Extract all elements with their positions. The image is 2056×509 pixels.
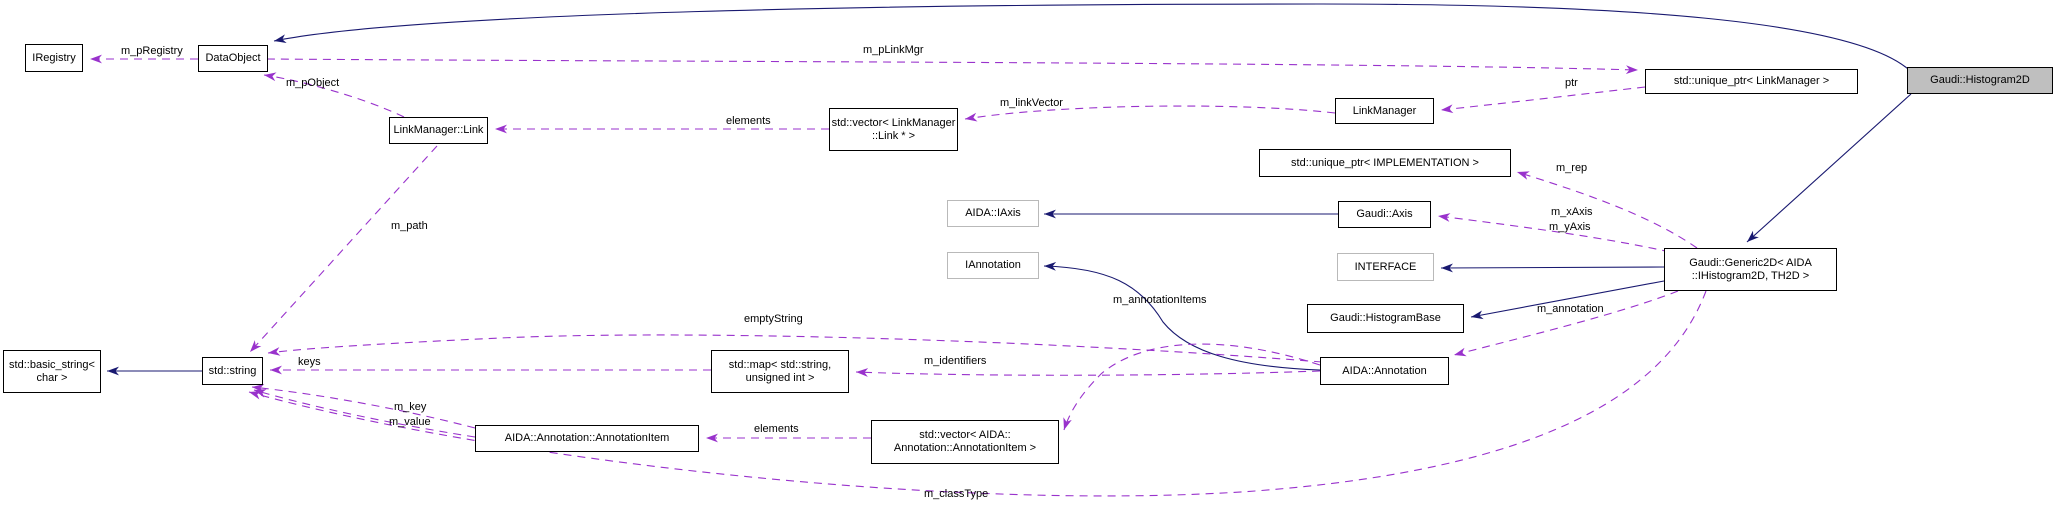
node-std-map-line1: std::map< std::string,	[728, 358, 832, 371]
node-aida-annotation[interactable]: AIDA::Annotation	[1320, 357, 1449, 385]
node-basic-string-line2: char >	[36, 371, 68, 384]
node-aida-annotation-label: AIDA::Annotation	[1342, 364, 1427, 377]
edge-label-keys: keys	[298, 356, 321, 368]
edge-label-m-classtype: m_classType	[924, 488, 989, 500]
node-gaudi-histogrambase-label: Gaudi::HistogramBase	[1330, 312, 1441, 324]
node-dataobject-label: DataObject	[205, 52, 261, 64]
node-unique-ptr-implementation[interactable]: std::unique_ptr< IMPLEMENTATION >	[1259, 149, 1511, 177]
edge-inherit-histogram2d-generic2d	[1746, 93, 1912, 243]
edge-label-elements-top: elements	[726, 115, 771, 127]
node-linkmanager-label: LinkManager	[1352, 104, 1417, 117]
edge-inherit-generic2d-interface	[1440, 263, 1665, 273]
node-linkmanager[interactable]: LinkManager	[1335, 98, 1434, 124]
edge-label-m-pregistry: m_pRegistry	[121, 45, 183, 57]
edge-label-m-linkvector: m_linkVector	[1000, 97, 1063, 109]
edge-label-m-annotationitems: m_annotationItems	[1113, 294, 1207, 306]
node-basic-string[interactable]: std::basic_string< char >	[3, 350, 101, 393]
node-aida-iaxis-label: AIDA::IAxis	[965, 207, 1021, 219]
node-vector-annotationitem[interactable]: std::vector< AIDA:: Annotation::Annotati…	[871, 420, 1059, 464]
node-annotationitem-label: AIDA::Annotation::AnnotationItem	[504, 432, 670, 444]
edge-label-m-path: m_path	[391, 220, 428, 232]
edge-label-elements-bottom: elements	[754, 423, 799, 435]
node-std-map[interactable]: std::map< std::string, unsigned int >	[711, 350, 849, 393]
node-vector-linkmanager-link[interactable]: std::vector< LinkManager ::Link * >	[829, 108, 958, 151]
edge-label-m-rep: m_rep	[1556, 162, 1588, 174]
node-iannotation-label: IAnnotation	[965, 259, 1021, 271]
node-unique-ptr-linkmanager[interactable]: std::unique_ptr< LinkManager >	[1645, 69, 1858, 94]
node-linkmanager-link-label: LinkManager::Link	[393, 124, 484, 136]
node-dataobject[interactable]: DataObject	[198, 45, 268, 72]
edge-m-classtype	[248, 290, 1707, 497]
node-interface-label: INTERFACE	[1354, 260, 1417, 273]
node-gaudi-histogram2d-label: Gaudi::Histogram2D	[1930, 74, 2030, 86]
edge-label-m-key: m_key	[394, 401, 427, 413]
edge-m-linkvector	[964, 105, 1336, 122]
edge-inherit-generic2d-histogrambase	[1470, 280, 1665, 320]
node-annotationitem[interactable]: AIDA::Annotation::AnnotationItem	[475, 425, 699, 452]
edge-m-plinkmgr	[266, 58, 1639, 75]
edge-label-ptr: ptr	[1565, 77, 1578, 89]
node-std-string[interactable]: std::string	[202, 357, 263, 385]
node-std-string-label: std::string	[208, 364, 257, 377]
node-std-map-line2: unsigned int >	[745, 371, 815, 384]
edge-m-pobject	[263, 72, 405, 118]
edge-m-annotationitems	[1063, 343, 1321, 431]
node-iregistry-label: IRegistry	[32, 51, 76, 64]
node-vector-annotationitem-line2: Annotation::AnnotationItem >	[893, 442, 1037, 454]
edge-label-m-xaxis: m_xAxis	[1551, 206, 1593, 218]
edge-ptr	[1440, 86, 1646, 114]
node-vector-linkmanager-link-line2: ::Link * >	[871, 129, 916, 142]
edge-m-xaxis-yaxis	[1437, 213, 1671, 253]
node-gaudi-axis-label: Gaudi::Axis	[1356, 208, 1413, 220]
edge-m-rep	[1516, 171, 1698, 249]
edge-m-key	[251, 383, 476, 429]
node-vector-linkmanager-link-line1: std::vector< LinkManager	[831, 116, 956, 129]
edge-label-m-yaxis: m_yAxis	[1549, 221, 1591, 233]
edge-m-annotation	[1453, 290, 1679, 357]
node-gaudi-generic2d[interactable]: Gaudi::Generic2D< AIDA ::IHistogram2D, T…	[1664, 248, 1837, 291]
edge-m-path	[249, 145, 438, 353]
node-aida-iaxis[interactable]: AIDA::IAxis	[947, 200, 1039, 227]
node-iregistry[interactable]: IRegistry	[25, 44, 83, 72]
node-unique-ptr-implementation-label: std::unique_ptr< IMPLEMENTATION >	[1291, 156, 1479, 169]
edge-m-value	[253, 389, 476, 438]
node-gaudi-generic2d-line2: ::IHistogram2D, TH2D >	[1691, 269, 1810, 282]
edge-label-m-plinkmgr: m_pLinkMgr	[863, 44, 924, 56]
node-linkmanager-link[interactable]: LinkManager::Link	[389, 117, 488, 144]
node-gaudi-generic2d-line1: Gaudi::Generic2D< AIDA	[1689, 256, 1812, 269]
edge-label-m-pobject: m_pObject	[286, 77, 340, 89]
node-interface[interactable]: INTERFACE	[1337, 253, 1434, 281]
edge-inherit-histogram2d-dataobject	[273, 3, 1909, 70]
edge-label-emptystring: emptyString	[744, 313, 803, 325]
node-vector-annotationitem-line1: std::vector< AIDA::	[919, 429, 1011, 441]
edge-emptystring	[267, 334, 1323, 363]
edge-label-m-identifiers: m_identifiers	[924, 355, 987, 367]
node-iannotation[interactable]: IAnnotation	[947, 252, 1039, 279]
edge-label-m-annotation: m_annotation	[1537, 303, 1604, 315]
edge-label-m-value: m_value	[389, 416, 431, 428]
node-gaudi-histogram2d: Gaudi::Histogram2D	[1907, 67, 2053, 94]
edge-inherit-annotation-iannotation	[1043, 261, 1321, 371]
node-gaudi-axis[interactable]: Gaudi::Axis	[1338, 201, 1431, 228]
edge-m-identifiers	[855, 368, 1321, 377]
node-unique-ptr-linkmanager-label: std::unique_ptr< LinkManager >	[1673, 75, 1830, 87]
node-gaudi-histogrambase[interactable]: Gaudi::HistogramBase	[1307, 304, 1464, 333]
node-basic-string-line1: std::basic_string<	[9, 358, 95, 371]
